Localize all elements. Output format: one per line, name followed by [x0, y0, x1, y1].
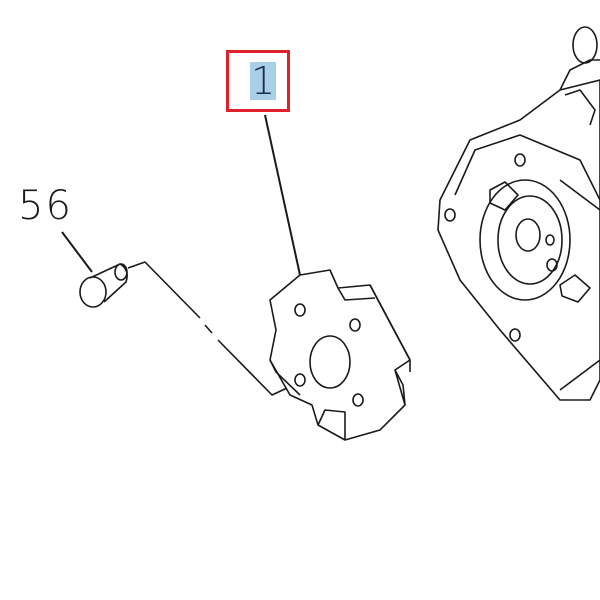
leader-line-56: [61, 231, 93, 273]
highlight-box: [226, 50, 290, 112]
pump-housing: [437, 26, 600, 401]
callout-label-1[interactable]: 1: [250, 59, 277, 103]
axis-dash: [204, 324, 213, 334]
leader-line-1: [264, 114, 301, 276]
callout-label-56[interactable]: 56: [18, 183, 73, 229]
pin-part-56: [79, 263, 128, 308]
axis-line: [127, 261, 201, 319]
coupling-disc-part-1: [269, 269, 411, 441]
